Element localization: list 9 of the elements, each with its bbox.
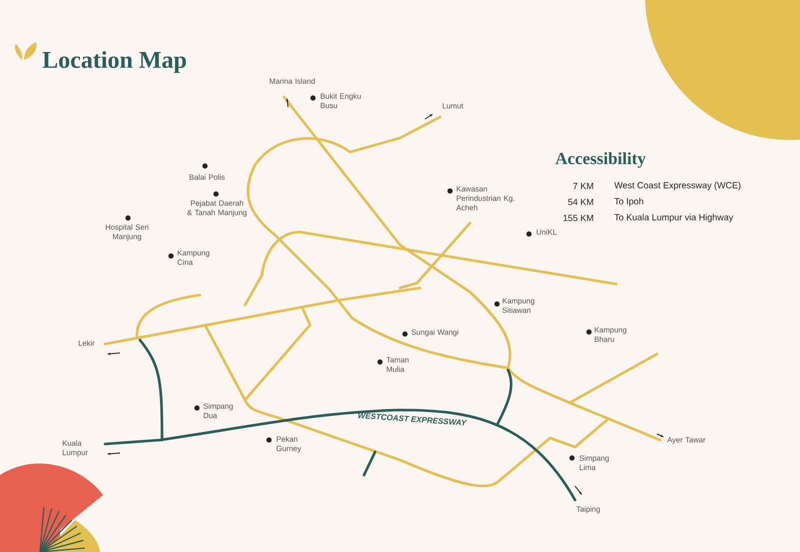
destination-cell: West Coast Expressway (WCE) — [614, 182, 740, 190]
distance-cell: 54 KM — [568, 198, 594, 206]
heading: Accessibility — [555, 152, 646, 168]
road-label: WESTCOAST EXPRESSWAY — [358, 412, 468, 426]
destination-cell: To Ipoh — [614, 198, 644, 206]
distance-cell: 155 KM — [563, 214, 594, 222]
destination-cell: To Kuala Lumpur via Highway — [614, 214, 734, 222]
distance-cell: 7 KM — [573, 182, 594, 190]
title: Location Map — [42, 51, 186, 73]
